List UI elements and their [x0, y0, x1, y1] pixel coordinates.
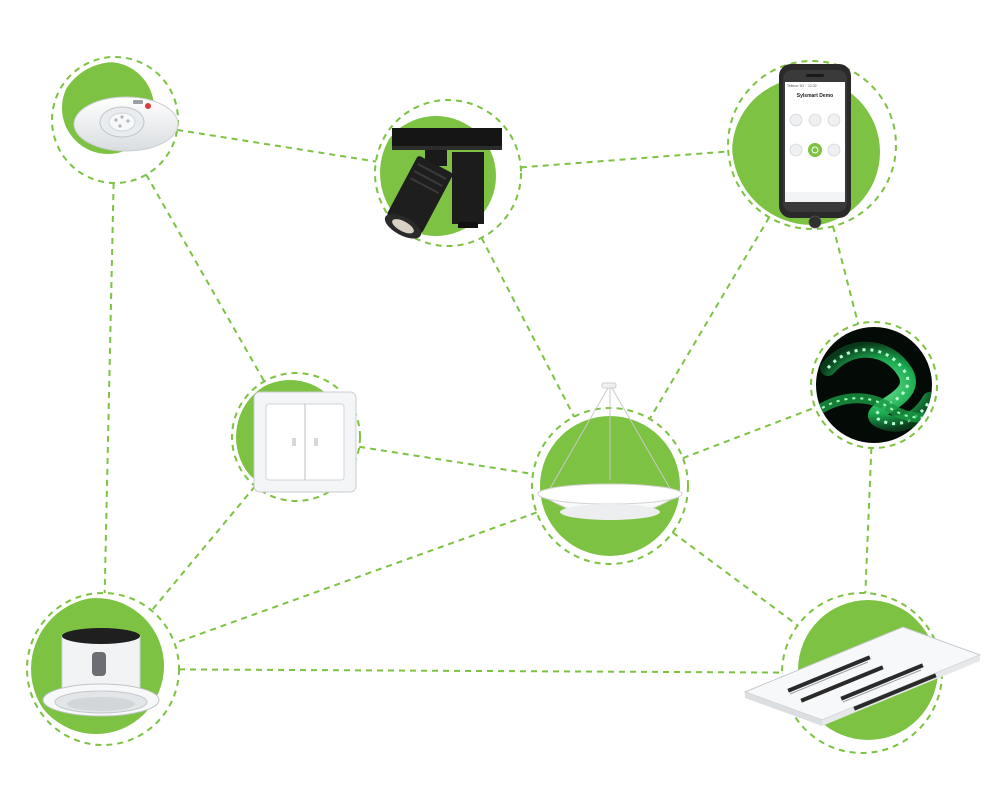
node-pendant-light[interactable]: [531, 382, 689, 565]
node-wall-switch[interactable]: [231, 372, 361, 502]
node-presence-sensor[interactable]: [51, 56, 179, 184]
wall-switch-icon: [253, 391, 357, 493]
link-presence-sensor-wall-switch: [145, 174, 266, 382]
track-spotlight-icon: [384, 128, 502, 239]
link-wall-switch-pendant-light: [359, 445, 534, 475]
node-smartphone-app[interactable]: Telenor 3G 12:32 Sylsmart Demo: [727, 60, 897, 230]
smartphone-app-icon: Telenor 3G 12:32 Sylsmart Demo: [779, 64, 851, 229]
node-ring: [26, 592, 180, 746]
link-wall-switch-downlight: [150, 485, 256, 612]
link-lines: [103, 128, 873, 674]
node-led-strip[interactable]: [810, 320, 945, 450]
link-led-strip-panel-luminaire: [864, 447, 873, 594]
node-downlight[interactable]: [26, 592, 180, 746]
pendant-light-icon: [536, 382, 684, 520]
ceiling-presence-sensor-icon: [73, 96, 179, 152]
link-pendant-light-downlight: [174, 511, 537, 645]
link-track-spotlight-pendant-light: [480, 237, 576, 418]
app-status-left: Telenor 3G: [787, 84, 804, 88]
power-button-icon: [808, 143, 822, 157]
node-ring: [374, 99, 522, 247]
link-pendant-light-led-strip: [682, 406, 816, 460]
recessed-downlight-icon: [42, 628, 160, 717]
link-downlight-panel-luminaire: [178, 668, 783, 674]
louvre-panel-luminaire-icon: [743, 626, 982, 726]
link-smartphone-app-led-strip: [832, 226, 860, 325]
link-presence-sensor-downlight: [103, 182, 115, 594]
node-track-spotlight[interactable]: [374, 99, 522, 247]
node-panel-luminaire[interactable]: [743, 592, 982, 754]
link-track-spotlight-smartphone-app: [520, 150, 729, 169]
app-status-time: 12:32: [808, 84, 817, 88]
node-ring: [810, 321, 938, 449]
node-ring: [727, 60, 897, 230]
link-pendant-light-panel-luminaire: [672, 531, 799, 627]
link-presence-sensor-track-spotlight: [177, 128, 377, 163]
link-smartphone-app-pendant-light: [648, 216, 771, 420]
app-screen-title: Sylsmart Demo: [797, 93, 833, 99]
node-ring: [231, 372, 361, 502]
